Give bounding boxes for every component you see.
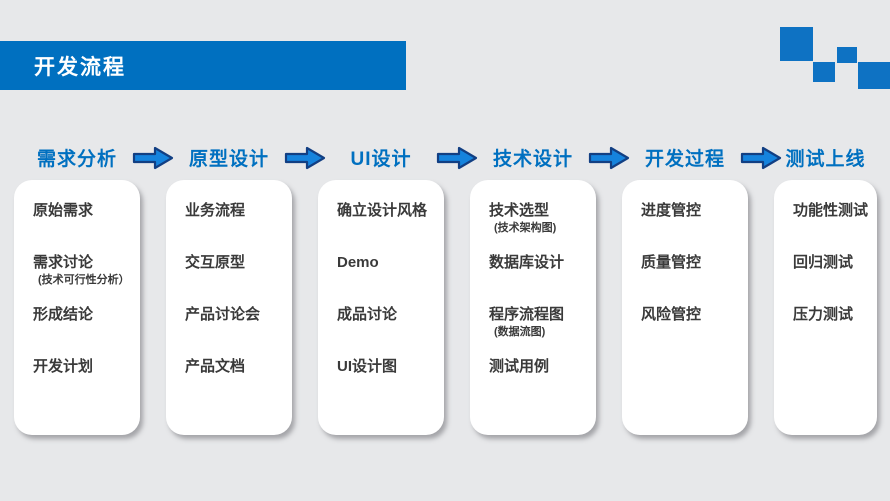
stage-header-label: 技术设计 [492, 149, 573, 170]
stage-header-label: 测试上线 [785, 149, 866, 170]
card-item: 技术选型 (技术架构图) [489, 201, 588, 253]
card-item-label: 风险管控 [641, 306, 702, 323]
deco-square-icon [837, 47, 857, 63]
stage-header-label: 开发过程 [644, 149, 725, 170]
card-item-subtext: (技术架构图) [494, 222, 557, 234]
card-item-label: 技术选型 [489, 202, 550, 219]
card-item: 开发计划 [33, 357, 132, 409]
card-item: 成品讨论 [337, 305, 436, 357]
card-item-label: 产品讨论会 [185, 306, 261, 323]
stage-card-prototype: 业务流程 交互原型 产品讨论会 产品文档 [166, 180, 292, 435]
card-item: 确立设计风格 [337, 201, 436, 253]
stage-header-label: 需求分析 [36, 149, 117, 170]
card-item: 形成结论 [33, 305, 132, 357]
stage-card-tech-design: 技术选型 (技术架构图) 数据库设计 程序流程图 (数据流图) 测试用例 [470, 180, 596, 435]
right-arrow-icon [132, 146, 174, 169]
right-arrow-icon [588, 146, 630, 169]
page-title: 开发流程 [34, 55, 126, 79]
card-item: UI设计图 [337, 357, 436, 409]
card-item: 需求讨论 (技术可行性分析） [33, 253, 132, 305]
card-item-label: 功能性测试 [793, 202, 869, 219]
card-item-label: 形成结论 [33, 306, 94, 323]
card-item-label: 质量管控 [641, 254, 702, 271]
card-item: 风险管控 [641, 305, 740, 357]
card-item-label: 确立设计风格 [337, 202, 428, 219]
stage-header-tech-design: 技术设计 [470, 141, 630, 174]
card-item-label: 开发计划 [33, 358, 94, 375]
card-item: 业务流程 [185, 201, 284, 253]
stage-header-development: 开发过程 [622, 141, 782, 174]
card-item-label: 原始需求 [33, 202, 94, 219]
stage-header-testing-launch: 测试上线 [774, 141, 877, 174]
stage-card-testing-launch: 功能性测试 回归测试 压力测试 [774, 180, 877, 435]
card-item-label: 交互原型 [185, 254, 246, 271]
card-item-label: 业务流程 [185, 202, 246, 219]
stage-card-development: 进度管控 质量管控 风险管控 [622, 180, 748, 435]
stage-header-label: UI设计 [350, 149, 412, 170]
card-item-label: 回归测试 [793, 254, 854, 271]
stage-card-ui-design: 确立设计风格 Demo 成品讨论 UI设计图 [318, 180, 444, 435]
card-item-label: 进度管控 [641, 202, 702, 219]
card-item-label: 程序流程图 [489, 306, 565, 323]
card-item-subtext: (技术可行性分析） [38, 274, 130, 286]
card-item: 压力测试 [793, 305, 869, 357]
card-item-label: 数据库设计 [489, 254, 565, 271]
right-arrow-icon [436, 146, 478, 169]
card-item-label: Demo [337, 254, 379, 271]
card-item: 原始需求 [33, 201, 132, 253]
right-arrow-icon [740, 146, 782, 169]
card-item-subtext: (数据流图) [494, 326, 546, 338]
card-item-label: 产品文档 [185, 358, 246, 375]
card-item: 产品讨论会 [185, 305, 284, 357]
card-item-label: 测试用例 [489, 358, 550, 375]
card-item: 功能性测试 [793, 201, 869, 253]
card-item: 回归测试 [793, 253, 869, 305]
card-item: 进度管控 [641, 201, 740, 253]
deco-square-icon [858, 62, 890, 89]
stage-header-prototype: 原型设计 [166, 141, 326, 174]
card-item: 程序流程图 (数据流图) [489, 305, 588, 357]
card-item-label: UI设计图 [337, 358, 398, 375]
card-item: Demo [337, 253, 436, 305]
card-item: 质量管控 [641, 253, 740, 305]
stage-header-requirements: 需求分析 [14, 141, 174, 174]
card-item-label: 需求讨论 [33, 254, 94, 271]
card-item-label: 压力测试 [793, 306, 854, 323]
stage-card-requirements: 原始需求 需求讨论 (技术可行性分析） 形成结论 开发计划 [14, 180, 140, 435]
deco-square-icon [813, 62, 835, 82]
right-arrow-icon [284, 146, 326, 169]
card-item: 产品文档 [185, 357, 284, 409]
stage-header-label: 原型设计 [188, 149, 269, 170]
process-flow: 需求分析 原型设计 UI设计 技术设计 [14, 141, 877, 435]
card-item-label: 成品讨论 [337, 306, 398, 323]
card-item: 交互原型 [185, 253, 284, 305]
stage-header-ui-design: UI设计 [318, 141, 478, 174]
stage-cards-row: 原始需求 需求讨论 (技术可行性分析） 形成结论 开发计划 业务流程 [14, 180, 877, 435]
card-item: 数据库设计 [489, 253, 588, 305]
stage-header-row: 需求分析 原型设计 UI设计 技术设计 [14, 141, 877, 174]
deco-square-icon [780, 27, 813, 61]
page-title-bar: 开发流程 [0, 41, 406, 90]
card-item: 测试用例 [489, 357, 588, 409]
